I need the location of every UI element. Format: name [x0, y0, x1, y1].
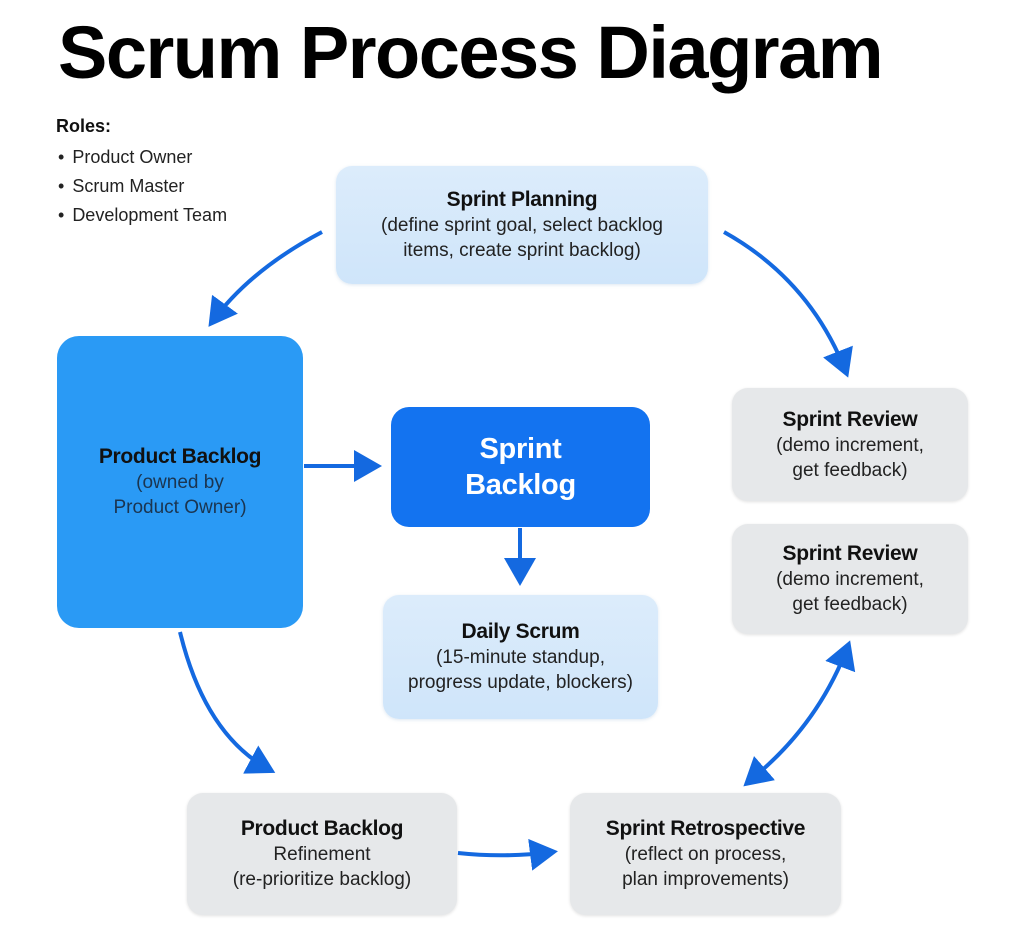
- arrow-planning-to-sprint-review: [723, 230, 853, 378]
- arrow-planning-to-product-backlog: [208, 230, 323, 327]
- node-desc-line: (demo increment,: [776, 569, 924, 590]
- node-title: Daily Scrum: [461, 620, 580, 643]
- node-desc-line: (re-prioritize backlog): [232, 869, 412, 890]
- node-description: Refinement (re-prioritize backlog): [233, 842, 411, 892]
- role-item: Product Owner: [56, 143, 227, 172]
- node-desc-line: (demo increment,: [776, 434, 924, 456]
- node-desc-line: (15-minute standup,: [435, 647, 605, 668]
- roles-list: Product Owner Scrum Master Development T…: [56, 143, 227, 230]
- node-sprint-backlog: Sprint Backlog: [391, 407, 650, 527]
- node-title-line: Sprint: [479, 433, 562, 465]
- node-sprint-review-duplicate: Sprint Review (demo increment, get feedb…: [732, 524, 968, 634]
- node-title: Sprint Planning: [446, 188, 598, 211]
- node-desc-line: (reflect on process,: [624, 844, 787, 865]
- arrow-product-backlog-to-refinement: [178, 631, 276, 774]
- node-desc-line: items, create sprint backlog): [403, 240, 641, 261]
- node-desc-line: (define sprint goal, select backlog: [381, 215, 663, 236]
- node-product-backlog: Product Backlog (owned by Product Owner): [57, 336, 303, 628]
- node-description: (demo increment, get feedback): [776, 433, 924, 483]
- node-desc-line: get feedback): [792, 594, 908, 615]
- arrow-retrospective-sprint-review-bidirectional: [743, 640, 856, 787]
- arrow-refinement-to-retrospective: [457, 838, 558, 871]
- node-title: Sprint Review: [782, 407, 918, 431]
- node-sprint-retrospective: Sprint Retrospective (reflect on process…: [570, 793, 841, 915]
- roles-legend: Roles: Product Owner Scrum Master Develo…: [56, 116, 227, 230]
- node-title-line: Backlog: [465, 469, 576, 501]
- node-description: (demo increment, get feedback): [776, 567, 924, 617]
- role-item: Development Team: [56, 201, 227, 230]
- node-desc-line: progress update, blockers): [408, 672, 633, 693]
- roles-heading: Roles:: [56, 116, 112, 136]
- node-description: (define sprint goal, select backlog item…: [381, 213, 663, 263]
- node-title: Sprint Backlog: [465, 431, 576, 503]
- node-title: Product Backlog: [98, 445, 262, 468]
- node-sprint-planning: Sprint Planning (define sprint goal, sel…: [336, 166, 708, 284]
- node-description: (15-minute standup, progress update, blo…: [408, 645, 633, 695]
- node-desc-line: Refinement: [273, 844, 371, 865]
- node-title: Product Backlog: [240, 817, 404, 840]
- node-title: Sprint Review: [782, 542, 918, 565]
- node-description: (reflect on process, plan improvements): [622, 842, 789, 892]
- node-title: Sprint Retrospective: [605, 817, 806, 840]
- page-title: Scrum Process Diagram: [58, 11, 884, 94]
- node-desc-line: get feedback): [792, 459, 908, 481]
- node-desc-line: plan improvements): [622, 869, 789, 890]
- node-sprint-review: Sprint Review (demo increment, get feedb…: [732, 388, 968, 501]
- node-desc-line: Product Owner): [113, 497, 247, 518]
- role-item: Scrum Master: [56, 172, 227, 201]
- node-product-backlog-refinement: Product Backlog Refinement (re-prioritiz…: [187, 793, 457, 915]
- node-desc-line: (owned by: [136, 472, 224, 493]
- node-daily-scrum: Daily Scrum (15-minute standup, progress…: [383, 595, 658, 719]
- node-description: (owned by Product Owner): [113, 470, 246, 520]
